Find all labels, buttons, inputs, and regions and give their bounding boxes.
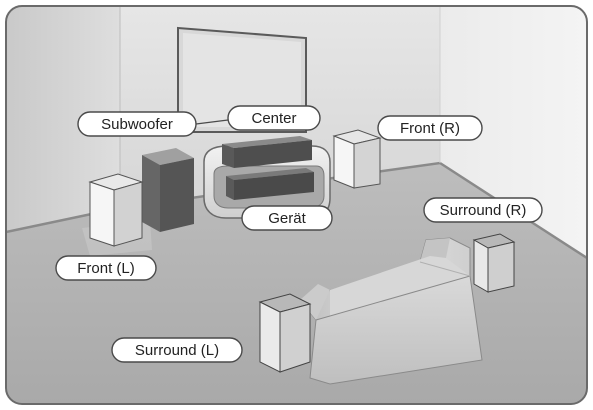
subwoofer-speaker [142,148,194,232]
label-device: Gerät [241,205,333,231]
diagram-frame [5,5,588,405]
label-center-text: Center [251,110,296,127]
label-surround-left: Surround (L) [111,337,243,363]
label-front-right-text: Front (R) [400,120,460,137]
label-front-right: Front (R) [377,115,483,141]
label-center: Center [227,105,321,131]
sofa [299,237,483,385]
label-device-text: Gerät [268,210,306,227]
right-wall [440,6,587,258]
left-wall [6,6,120,232]
label-front-left: Front (L) [55,255,157,281]
label-surround-left-text: Surround (L) [135,342,219,359]
front-right-speaker [332,129,382,189]
surround-left-speaker [258,293,312,373]
label-surround-right: Surround (R) [423,197,543,223]
center-speaker [222,136,312,168]
front-left-speaker [88,173,144,247]
subwoofer-leader [195,119,229,125]
label-subwoofer-text: Subwoofer [101,116,173,133]
surround-right-speaker [472,233,516,293]
device-unit [226,168,314,200]
label-surround-right-text: Surround (R) [440,202,527,219]
label-subwoofer: Subwoofer [77,111,197,137]
label-front-left-text: Front (L) [77,260,135,277]
